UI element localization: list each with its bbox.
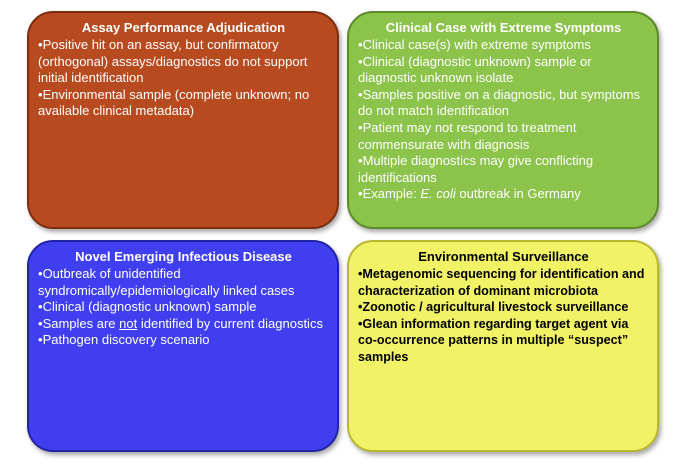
example-organism: E. coli xyxy=(420,186,456,202)
assay-performance-box: Assay Performance Adjudication Positive … xyxy=(27,11,339,229)
bullet-list: Outbreak of unidentified syndromically/e… xyxy=(38,266,329,349)
list-item: Clinical (diagnostic unknown) sample xyxy=(38,299,329,316)
list-item: Outbreak of unidentified syndromically/e… xyxy=(38,266,329,299)
list-item: Positive hit on an assay, but confirmato… xyxy=(38,37,329,87)
list-item: Multiple diagnostics may give conflictin… xyxy=(358,153,649,186)
list-item: Clinical (diagnostic unknown) sample or … xyxy=(358,54,649,87)
example-suffix: outbreak in Germany xyxy=(455,186,581,202)
list-item: Zoonotic / agricultural livestock survei… xyxy=(358,299,649,316)
box-title: Clinical Case with Extreme Symptoms xyxy=(385,20,622,35)
list-item-example: Example: E. coli outbreak in Germany xyxy=(358,186,649,203)
samples-suffix: identified by current diagnostics xyxy=(137,315,323,331)
list-item: Metagenomic sequencing for identificatio… xyxy=(358,266,649,299)
example-prefix: Example: xyxy=(362,186,421,202)
bullet-list: Metagenomic sequencing for identificatio… xyxy=(358,266,649,366)
environmental-surveillance-box: Environmental Surveillance Metagenomic s… xyxy=(347,240,659,452)
list-item: Pathogen discovery scenario xyxy=(38,332,329,349)
box-title: Assay Performance Adjudication xyxy=(81,20,286,35)
list-item: Glean information regarding target agent… xyxy=(358,316,649,366)
list-item: Patient may not respond to treatment com… xyxy=(358,120,649,153)
list-item: Environmental sample (complete unknown; … xyxy=(38,87,329,120)
samples-prefix: Samples are xyxy=(42,315,120,331)
list-item-samples: Samples are not identified by current di… xyxy=(38,316,329,333)
list-item: Clinical case(s) with extreme symptoms xyxy=(358,37,649,54)
novel-disease-box: Novel Emerging Infectious Disease Outbre… xyxy=(27,240,339,452)
clinical-case-box: Clinical Case with Extreme Symptoms Clin… xyxy=(347,11,659,229)
box-title: Environmental Surveillance xyxy=(418,249,589,264)
bullet-list: Clinical case(s) with extreme symptoms C… xyxy=(358,37,649,203)
bullet-list: Positive hit on an assay, but confirmato… xyxy=(38,37,329,120)
list-item: Samples positive on a diagnostic, but sy… xyxy=(358,87,649,120)
samples-underlined: not xyxy=(119,315,138,331)
box-title: Novel Emerging Infectious Disease xyxy=(75,249,292,264)
